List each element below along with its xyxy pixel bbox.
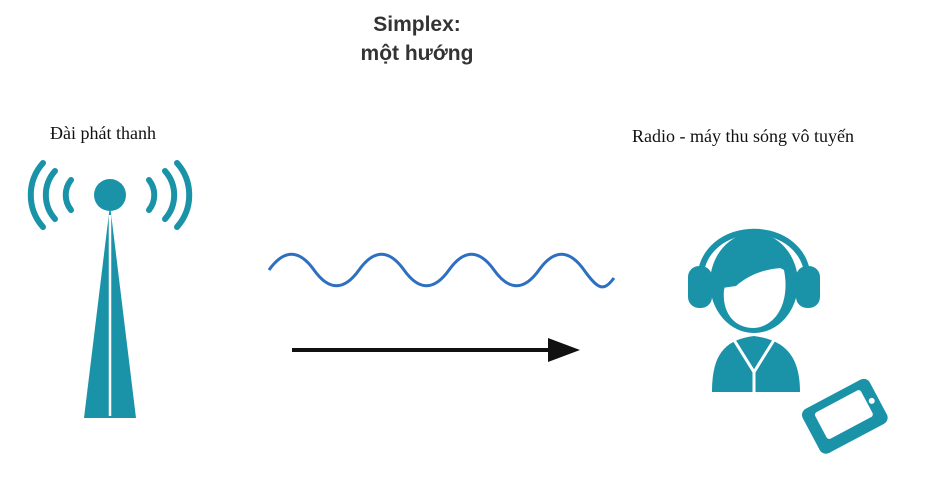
sender-label: Đài phát thanh (50, 123, 156, 143)
title-line-1: Simplex: (373, 13, 461, 36)
diagram-title: Simplex: một hướng (267, 10, 567, 68)
direction-arrow (292, 338, 580, 362)
receiver-label: Radio - máy thu sóng vô tuyến (632, 126, 854, 146)
handheld-radio-icon (802, 378, 888, 454)
sine-wave-icon (267, 252, 616, 289)
radio-tower-icon (27, 160, 193, 418)
listener-headphones-icon (688, 228, 820, 392)
title-line-2: một hướng (360, 42, 474, 65)
